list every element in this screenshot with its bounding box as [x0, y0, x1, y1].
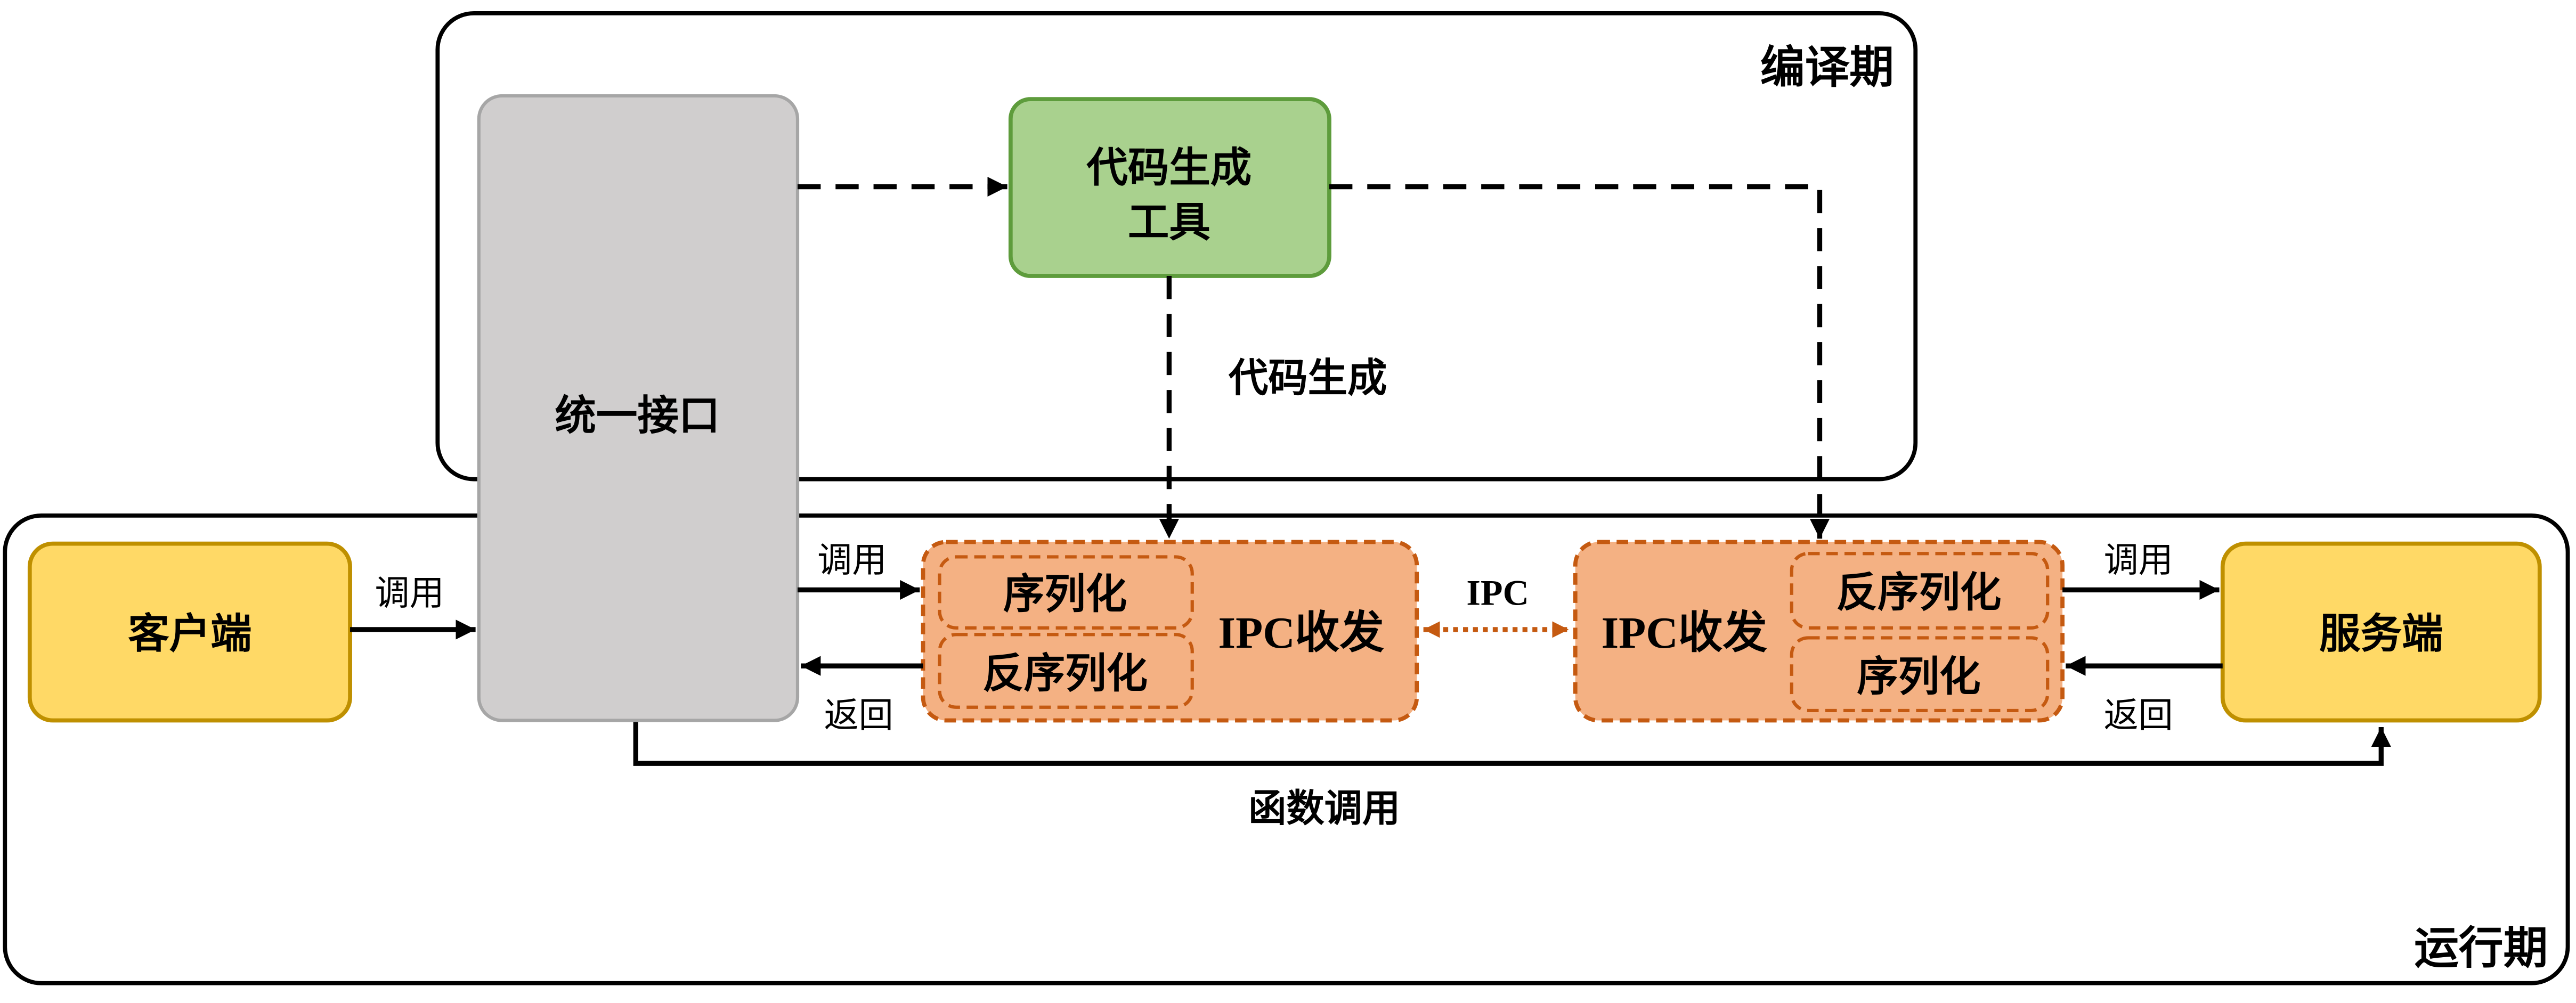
- right-serialize-label: 序列化: [1857, 653, 1980, 701]
- codegen-tool-label-2: 工具: [1128, 199, 1210, 247]
- function-call-arrow: [633, 720, 2391, 766]
- codegen-to-right-ipc-arrow: [1329, 184, 1830, 539]
- left-serialize-label: 序列化: [1003, 570, 1127, 618]
- left-deserialize-box: [938, 633, 1194, 709]
- codegen-tool-label-1: 代码生成: [1086, 144, 1252, 192]
- client-label: 客户端: [128, 610, 251, 658]
- left-call-label: 调用: [817, 540, 887, 580]
- left-ipc-box: [921, 540, 1419, 723]
- client-call-label: 调用: [375, 573, 444, 613]
- right-ipc-transceive-label: IPC收发: [1602, 608, 1768, 658]
- right-deserialize-label: 反序列化: [1836, 568, 2002, 616]
- left-serialize-box: [938, 555, 1194, 630]
- right-serialize-box: [1790, 636, 2050, 713]
- function-call-label: 函数调用: [1248, 786, 1400, 830]
- server-label: 服务端: [2319, 610, 2443, 658]
- server-box: [2220, 541, 2542, 723]
- right-call-label: 调用: [2104, 540, 2173, 580]
- codegen-edge-label: 代码生成: [1228, 355, 1387, 401]
- left-deserialize-label: 反序列化: [982, 649, 1148, 697]
- unified-interface-box: [477, 94, 800, 722]
- right-ipc-box: [1573, 540, 2065, 723]
- compile-time-region: [435, 11, 1918, 482]
- ipc-link-label: IPC: [1466, 572, 1529, 613]
- compile-time-label: 编译期: [1760, 41, 1894, 93]
- right-deserialize-box: [1790, 552, 2050, 630]
- runtime-region: [3, 513, 2570, 985]
- right-return-label: 返回: [2104, 696, 2173, 736]
- unified-interface-label: 统一接口: [555, 392, 720, 440]
- runtime-label: 运行期: [2414, 922, 2548, 974]
- left-return-label: 返回: [824, 696, 893, 736]
- left-ipc-transceive-label: IPC收发: [1218, 608, 1385, 658]
